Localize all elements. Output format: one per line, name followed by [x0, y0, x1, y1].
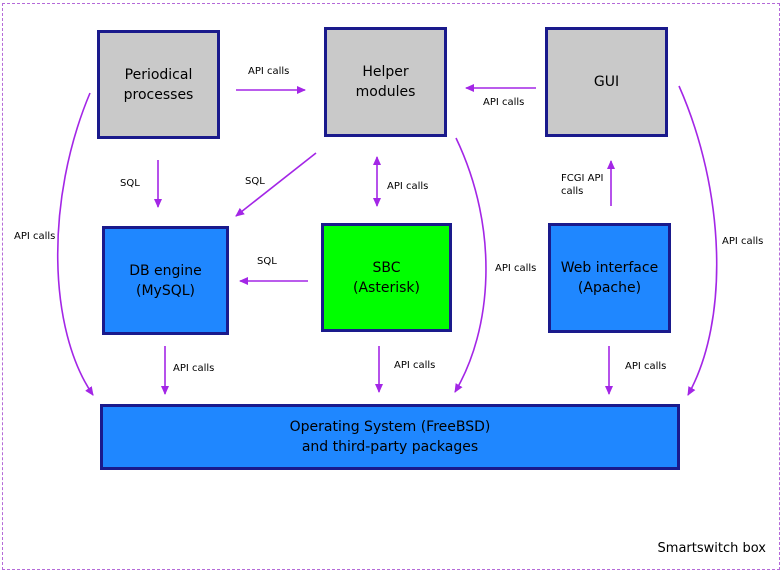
curve-gui-to-os — [678, 85, 718, 396]
node-periodical-label: Periodical processes — [123, 66, 194, 103]
node-db-engine: DB engine (MySQL) — [102, 226, 229, 335]
node-helper-modules: Helper modules — [324, 27, 447, 137]
label-gui-to-helper: API calls — [483, 97, 525, 108]
node-periodical-processes: Periodical processes — [97, 30, 220, 139]
node-web-interface: Web interface (Apache) — [548, 223, 671, 333]
label-web-to-gui: FCGI API calls — [561, 173, 604, 197]
label-periodical-to-db: SQL — [120, 178, 140, 189]
node-operating-system: Operating System (FreeBSD) and third-par… — [100, 404, 680, 470]
arrow-helper-to-db — [235, 152, 317, 217]
node-web-label: Web interface (Apache) — [560, 260, 659, 296]
label-db-to-os: API calls — [173, 363, 215, 374]
label-web-to-os: API calls — [625, 361, 667, 372]
curve-periodical-to-os — [56, 92, 94, 396]
node-sbc-label: SBC (Asterisk) — [353, 259, 420, 296]
label-helper-curve: API calls — [495, 263, 537, 274]
caption-smartswitch-box: Smartswitch box — [657, 541, 766, 556]
label-helper-to-db: SQL — [245, 176, 265, 187]
label-left-curve: API calls — [14, 231, 56, 242]
node-gui: GUI — [545, 27, 668, 137]
label-helper-sbc: API calls — [387, 181, 429, 192]
node-db-label: DB engine (MySQL) — [129, 262, 202, 299]
node-helper-label: Helper modules — [355, 64, 416, 100]
node-sbc: SBC (Asterisk) — [321, 223, 452, 332]
label-sbc-to-db: SQL — [257, 256, 277, 267]
label-right-curve: API calls — [722, 236, 764, 247]
smartswitch-box-boundary — [2, 3, 780, 570]
curve-helper-to-os — [454, 137, 487, 393]
node-gui-label: GUI — [593, 74, 620, 90]
node-os-label: Operating System (FreeBSD) and third-par… — [289, 419, 491, 455]
label-periodical-to-helper: API calls — [248, 66, 290, 77]
label-sbc-to-os: API calls — [394, 360, 436, 371]
